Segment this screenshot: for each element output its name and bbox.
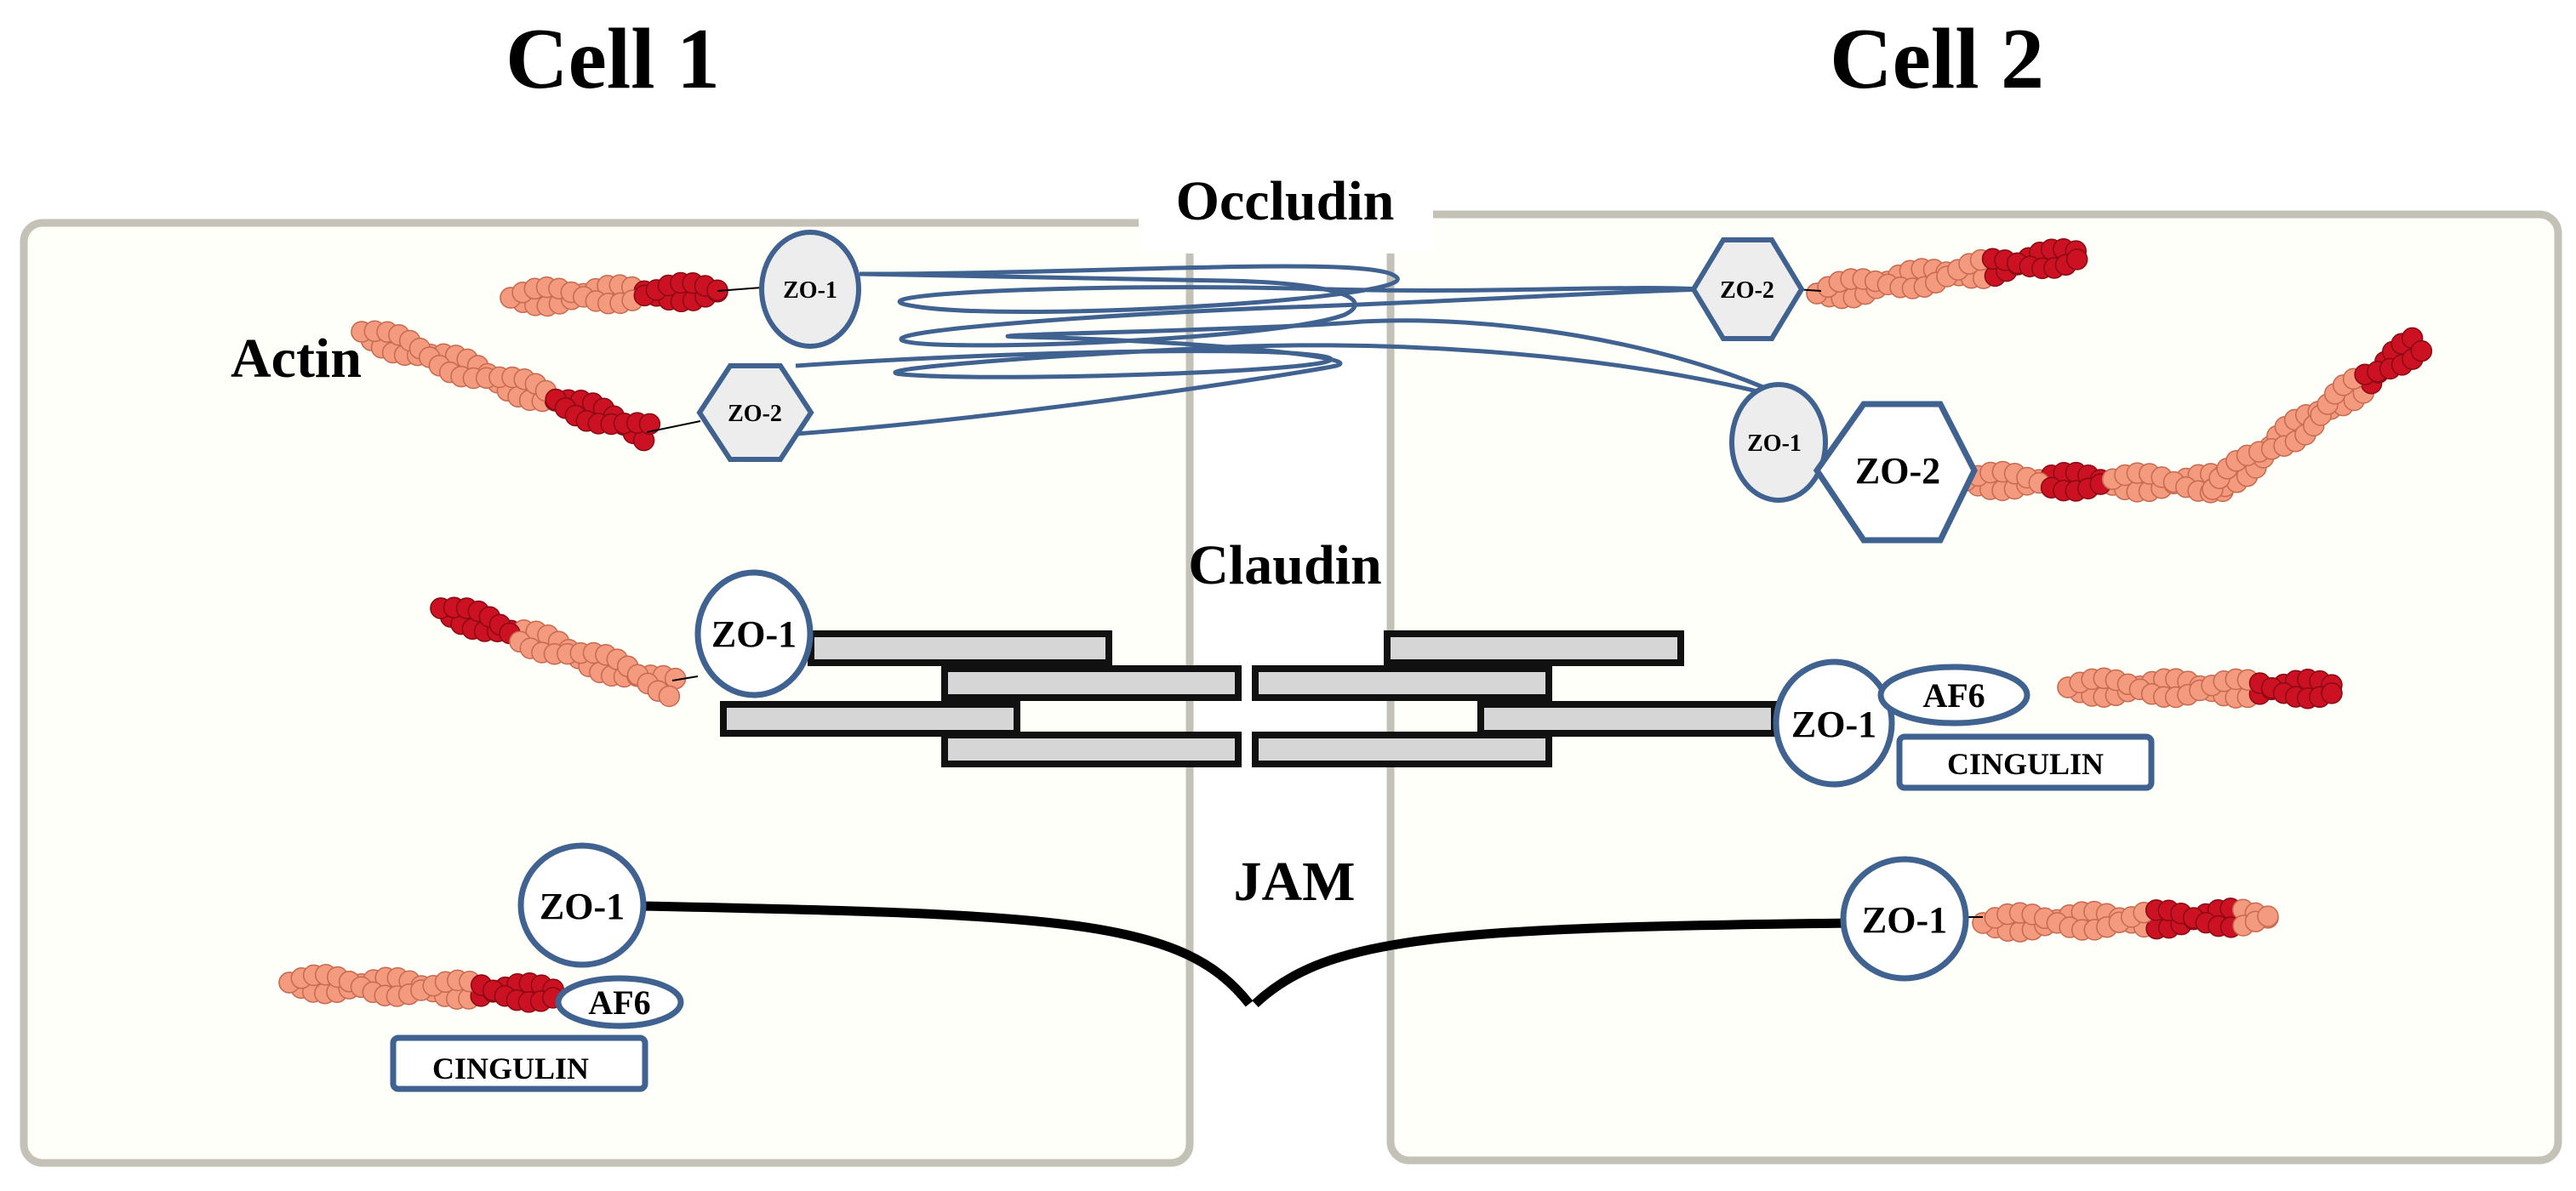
actin-filament xyxy=(1955,460,2234,504)
actin-filament xyxy=(430,596,687,708)
cingulin-label: CINGULIN xyxy=(1947,747,2104,781)
cingulin-label: CINGULIN xyxy=(432,1051,589,1086)
cell-1-title: Cell 1 xyxy=(505,11,720,107)
claudin-label: Claudin xyxy=(1188,534,1381,596)
zo-1-protein xyxy=(759,230,861,349)
zo-1-label: ZO-1 xyxy=(1862,899,1947,941)
actin-bead xyxy=(2257,905,2279,927)
zo-2-protein xyxy=(1690,237,1805,341)
actin-filament xyxy=(500,271,728,317)
af6-protein xyxy=(555,975,684,1029)
zo-1-protein xyxy=(1773,658,1895,788)
af6-protein xyxy=(1877,664,2031,727)
zo-1-protein xyxy=(517,842,647,968)
actin-filaments xyxy=(278,238,2433,1013)
claudin-bar xyxy=(941,732,1242,767)
zo-2-label: ZO-2 xyxy=(728,401,782,427)
zo-1-protein xyxy=(694,569,814,698)
occludin-label-gap xyxy=(1139,168,1433,254)
cell-2-title: Cell 2 xyxy=(1830,11,2044,107)
actin-filament xyxy=(1806,238,2088,310)
jam-label: JAM xyxy=(1234,851,1356,913)
claudin-bar xyxy=(1252,732,1552,767)
occludin-strands xyxy=(795,264,1793,436)
claudin-bar xyxy=(1252,665,1552,701)
actin-filament xyxy=(2057,667,2343,709)
zo-1-protein xyxy=(1840,856,1969,982)
cingulin-protein xyxy=(1896,733,2155,791)
cell-1-proteins: ZO-1 ZO-2 ZO-1 ZO-1 AF6 CINGULIN xyxy=(390,230,861,1092)
occludin-label: Occludin xyxy=(1176,170,1395,232)
claudin-strands xyxy=(720,630,1778,767)
zo-1-label: ZO-1 xyxy=(711,613,797,655)
actin-filament xyxy=(2202,327,2433,500)
cingulin-protein xyxy=(390,1034,648,1092)
af6-label: AF6 xyxy=(588,983,650,1022)
zo-1-label: ZO-1 xyxy=(540,886,625,927)
actin-bead xyxy=(2065,248,2088,271)
claudin-bar xyxy=(1477,701,1778,737)
actin-filament xyxy=(351,320,661,452)
claudin-bar xyxy=(1384,630,1684,666)
zo-2-label: ZO-2 xyxy=(1855,450,1940,492)
zo-2-protein xyxy=(696,363,814,462)
claudin-bar xyxy=(941,665,1242,701)
actin-filament xyxy=(278,964,564,1013)
af6-label: AF6 xyxy=(1922,676,1985,715)
actin-bead xyxy=(2410,339,2433,362)
cell-2-proteins: ZO-2 ZO-1 ZO-2 ZO-1 AF6 CINGULIN ZO-1 xyxy=(1690,237,2155,982)
jam-strands xyxy=(642,901,1863,1008)
zo-2-label: ZO-2 xyxy=(1720,277,1774,304)
zo-1-protein xyxy=(1729,382,1828,503)
actin-bead xyxy=(658,685,681,708)
actin-label: Actin xyxy=(231,328,362,390)
zo-1-label: ZO-1 xyxy=(783,277,837,304)
zo-1-label: ZO-1 xyxy=(1791,704,1876,745)
actin-bead xyxy=(2321,682,2343,704)
actin-bead xyxy=(638,413,661,436)
claudin-bar xyxy=(808,630,1112,666)
claudin-bar xyxy=(720,701,1020,737)
zo-1-label: ZO-1 xyxy=(1747,430,1802,457)
zo-2-protein xyxy=(1813,401,1978,544)
